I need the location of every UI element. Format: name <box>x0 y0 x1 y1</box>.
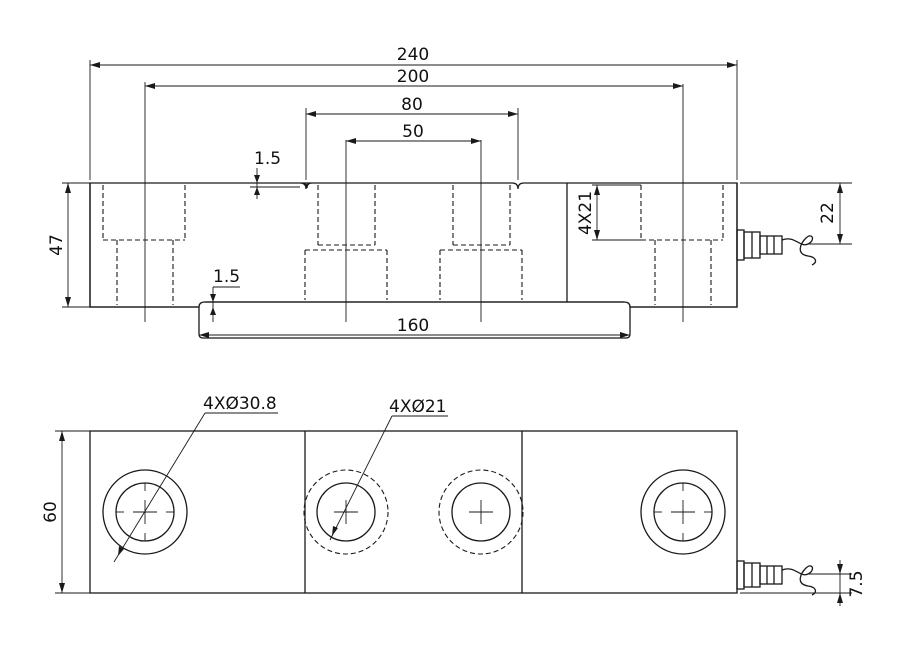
cable-gland-plan <box>736 560 817 596</box>
dim-hole-span-inner: 50 <box>402 122 424 142</box>
hidden-hole-4 <box>640 84 724 322</box>
hidden-hole-3 <box>439 140 523 322</box>
side-view-outline <box>89 182 738 308</box>
dim-bottom-width: 160 <box>397 316 429 336</box>
leader-small-hole: 4XØ21 <box>329 397 448 541</box>
dim-4x21: 4X21 <box>576 184 641 241</box>
dim-counterbore-depth: 4X21 <box>576 191 596 235</box>
hole-2 <box>303 469 389 555</box>
dim-top-recess-width: 80 <box>401 95 423 115</box>
dim-1-5-top: 1.5 <box>250 149 300 199</box>
dim-47: 47 <box>47 182 90 308</box>
dim-overall-length: 240 <box>397 45 429 65</box>
leader-large-hole: 4XØ30.8 <box>113 394 278 563</box>
dim-hole-span-outer: 200 <box>397 67 429 87</box>
dim-60: 60 <box>41 430 90 594</box>
dim-200: 200 <box>144 67 683 172</box>
plan-view: 4XØ30.8 4XØ21 60 <box>41 394 867 606</box>
plan-view-outline <box>89 430 738 594</box>
hole-4 <box>640 469 726 555</box>
dim-240: 240 <box>89 45 738 180</box>
dim-bottom-recess-depth: 1.5 <box>213 267 240 287</box>
dim-160: 160 <box>199 316 630 338</box>
dim-7-5: 7.5 <box>740 560 867 606</box>
dim-height: 47 <box>47 234 67 256</box>
dim-small-hole: 4XØ21 <box>389 397 446 417</box>
dim-width: 60 <box>41 501 61 523</box>
bottom-plate <box>198 307 631 339</box>
dim-cable-height: 22 <box>818 202 838 224</box>
hidden-hole-1 <box>102 172 186 322</box>
hidden-hole-2 <box>304 140 388 322</box>
side-view: 240 200 80 50 <box>47 45 852 339</box>
dim-50: 50 <box>346 122 481 144</box>
dim-cable-offset: 7.5 <box>847 570 867 597</box>
hole-3 <box>438 469 524 555</box>
cable-gland-side <box>736 229 817 266</box>
dim-large-hole: 4XØ30.8 <box>203 394 277 414</box>
dim-80: 80 <box>305 95 519 180</box>
dim-1-5-bottom: 1.5 <box>210 267 240 322</box>
dim-22: 22 <box>740 182 852 245</box>
dim-top-recess-depth: 1.5 <box>254 149 281 169</box>
